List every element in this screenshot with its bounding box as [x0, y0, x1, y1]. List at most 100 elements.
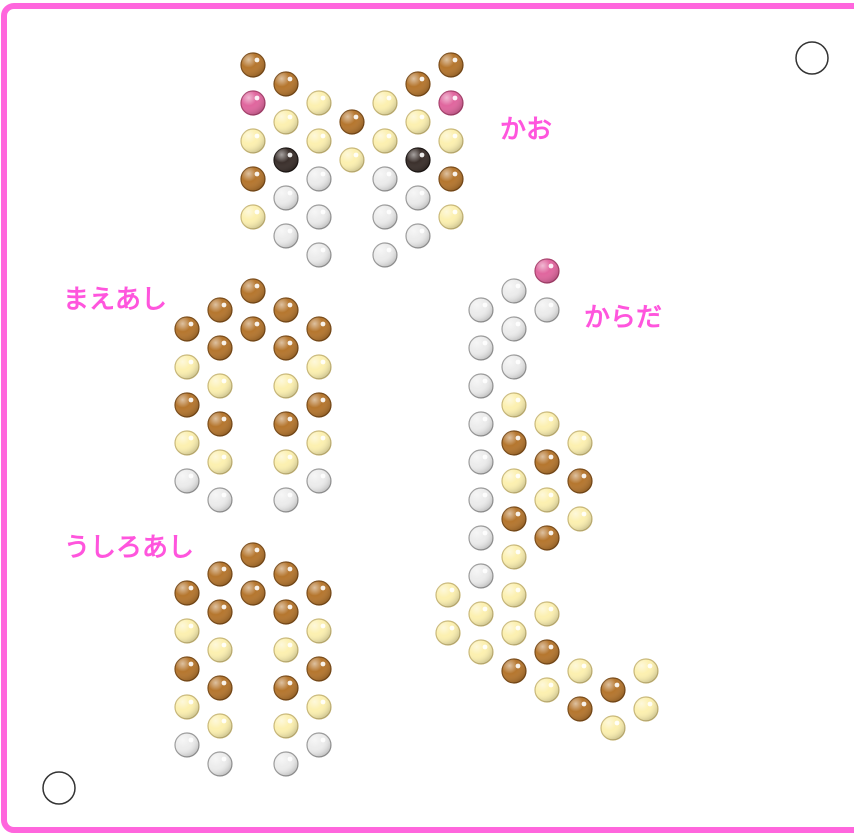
white-bead	[274, 224, 298, 248]
brown-bead	[175, 581, 199, 605]
cream-bead	[502, 469, 526, 493]
brown-bead	[241, 167, 265, 191]
brown-bead	[406, 72, 430, 96]
brown-bead	[439, 53, 463, 77]
cream-bead	[208, 714, 232, 738]
cream-bead	[307, 695, 331, 719]
white-bead	[469, 488, 493, 512]
brown-bead	[601, 678, 625, 702]
cream-bead	[568, 507, 592, 531]
white-bead	[307, 243, 331, 267]
brown-bead	[175, 657, 199, 681]
brown-bead	[241, 317, 265, 341]
brown-bead	[340, 110, 364, 134]
cream-bead	[469, 602, 493, 626]
brown-bead	[274, 336, 298, 360]
cream-bead	[535, 488, 559, 512]
cream-bead	[502, 393, 526, 417]
brown-bead	[241, 279, 265, 303]
pink-bead	[241, 91, 265, 115]
brown-bead	[175, 317, 199, 341]
board-border	[4, 6, 854, 830]
pink-bead	[535, 259, 559, 283]
cream-bead	[535, 678, 559, 702]
cream-bead	[634, 697, 658, 721]
white-bead	[208, 488, 232, 512]
cream-bead	[634, 659, 658, 683]
white-bead	[469, 336, 493, 360]
brown-bead	[307, 581, 331, 605]
white-bead	[307, 167, 331, 191]
brown-bead	[568, 469, 592, 493]
brown-bead	[208, 562, 232, 586]
white-bead	[307, 205, 331, 229]
cream-bead	[208, 450, 232, 474]
label-body: からだ	[584, 303, 662, 333]
brown-bead	[208, 412, 232, 436]
brown-bead	[241, 581, 265, 605]
white-bead	[307, 733, 331, 757]
brown-bead	[241, 53, 265, 77]
white-bead	[274, 186, 298, 210]
corner-peg-hole-top-right	[796, 42, 828, 74]
corner-peg-hole-bottom-left	[43, 772, 75, 804]
white-bead	[502, 355, 526, 379]
brown-bead	[208, 600, 232, 624]
cream-bead	[274, 374, 298, 398]
cream-bead	[175, 695, 199, 719]
cream-bead	[568, 431, 592, 455]
brown-bead	[535, 640, 559, 664]
white-bead	[175, 733, 199, 757]
label-face: かお	[500, 115, 552, 145]
cream-bead	[241, 205, 265, 229]
brown-bead	[274, 412, 298, 436]
cream-bead	[436, 621, 460, 645]
brown-bead	[274, 676, 298, 700]
cream-bead	[502, 545, 526, 569]
cream-bead	[307, 355, 331, 379]
white-bead	[175, 469, 199, 493]
cream-bead	[175, 431, 199, 455]
white-bead	[307, 469, 331, 493]
cream-bead	[373, 91, 397, 115]
pink-bead	[439, 91, 463, 115]
black-bead	[406, 148, 430, 172]
white-bead	[274, 488, 298, 512]
cream-bead	[274, 638, 298, 662]
white-bead	[469, 374, 493, 398]
cream-bead	[274, 450, 298, 474]
white-bead	[469, 412, 493, 436]
black-bead	[274, 148, 298, 172]
brown-bead	[535, 526, 559, 550]
cream-bead	[535, 602, 559, 626]
white-bead	[502, 317, 526, 341]
brown-bead	[274, 562, 298, 586]
white-bead	[373, 167, 397, 191]
cream-bead	[535, 412, 559, 436]
brown-bead	[568, 697, 592, 721]
white-bead	[406, 186, 430, 210]
label-back-legs: うしろあし	[64, 533, 194, 563]
label-front-legs: まえあし	[63, 285, 167, 315]
cream-bead	[406, 110, 430, 134]
cream-bead	[439, 205, 463, 229]
brown-bead	[502, 507, 526, 531]
brown-bead	[307, 657, 331, 681]
cream-bead	[568, 659, 592, 683]
brown-bead	[208, 298, 232, 322]
cream-bead	[307, 129, 331, 153]
cream-bead	[307, 91, 331, 115]
white-bead	[535, 298, 559, 322]
brown-bead	[535, 450, 559, 474]
brown-bead	[439, 167, 463, 191]
cream-bead	[436, 583, 460, 607]
brown-bead	[502, 659, 526, 683]
white-bead	[469, 526, 493, 550]
cream-bead	[241, 129, 265, 153]
brown-bead	[274, 298, 298, 322]
cream-bead	[502, 583, 526, 607]
cream-bead	[175, 355, 199, 379]
cream-bead	[601, 716, 625, 740]
cream-bead	[307, 619, 331, 643]
